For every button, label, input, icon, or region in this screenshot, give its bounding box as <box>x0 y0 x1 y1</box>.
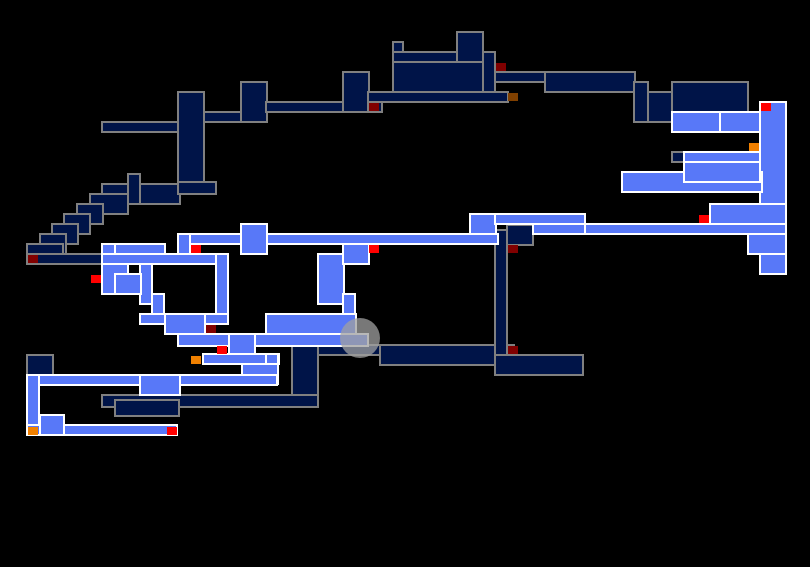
unexplored-room <box>544 71 636 93</box>
explored-room <box>114 273 142 295</box>
explored-room <box>719 111 761 133</box>
unexplored-room <box>101 121 179 133</box>
explored-room <box>569 223 787 235</box>
unvisited-save-room <box>369 103 379 111</box>
explored-room <box>177 233 499 245</box>
unexplored-room <box>139 183 181 205</box>
save-room <box>699 215 709 223</box>
explored-room <box>164 313 206 335</box>
explored-room <box>683 161 761 183</box>
room-markers <box>28 63 771 435</box>
unvisited-save-room <box>508 346 518 354</box>
explored-room <box>317 253 345 305</box>
explored-room <box>39 414 65 436</box>
unvisited-save-room <box>496 63 506 71</box>
warp-room <box>28 427 38 435</box>
explored-room <box>709 203 787 225</box>
warp-room <box>191 356 201 364</box>
unexplored-room <box>342 71 370 113</box>
unexplored-room <box>367 91 509 103</box>
unexplored-room <box>494 229 508 376</box>
explored-room <box>494 213 586 225</box>
unexplored-room <box>177 91 205 193</box>
unvisited-warp-room <box>508 93 518 101</box>
explored-room <box>139 374 181 396</box>
unexplored-room <box>379 344 515 366</box>
unvisited-save-room <box>206 325 216 333</box>
unexplored-room <box>26 253 104 265</box>
explored-room <box>177 333 369 347</box>
explored-room <box>101 253 229 265</box>
explored-room <box>747 233 787 255</box>
save-room <box>217 346 227 354</box>
unexplored-room <box>494 354 584 376</box>
explored-rooms <box>26 101 787 436</box>
save-room <box>369 245 379 253</box>
unexplored-room <box>506 224 534 246</box>
unexplored-room <box>240 81 268 123</box>
unexplored-room <box>633 81 649 123</box>
unexplored-room <box>127 173 141 205</box>
unvisited-save-room <box>508 245 518 253</box>
explored-room <box>240 223 268 255</box>
unexplored-room <box>203 111 245 123</box>
unvisited-save-room <box>28 255 38 263</box>
save-room <box>167 427 177 435</box>
save-room <box>91 275 101 283</box>
unexplored-room <box>265 101 345 113</box>
save-room <box>191 245 201 253</box>
explored-room <box>342 243 370 265</box>
unexplored-room <box>456 31 484 63</box>
player-position-marker <box>340 318 380 358</box>
unexplored-room <box>392 61 484 93</box>
save-room <box>761 103 771 111</box>
unexplored-room <box>114 399 180 417</box>
unexplored-room <box>647 91 673 123</box>
unexplored-room <box>26 354 54 376</box>
warp-room <box>749 143 759 151</box>
unexplored-room <box>177 181 217 195</box>
